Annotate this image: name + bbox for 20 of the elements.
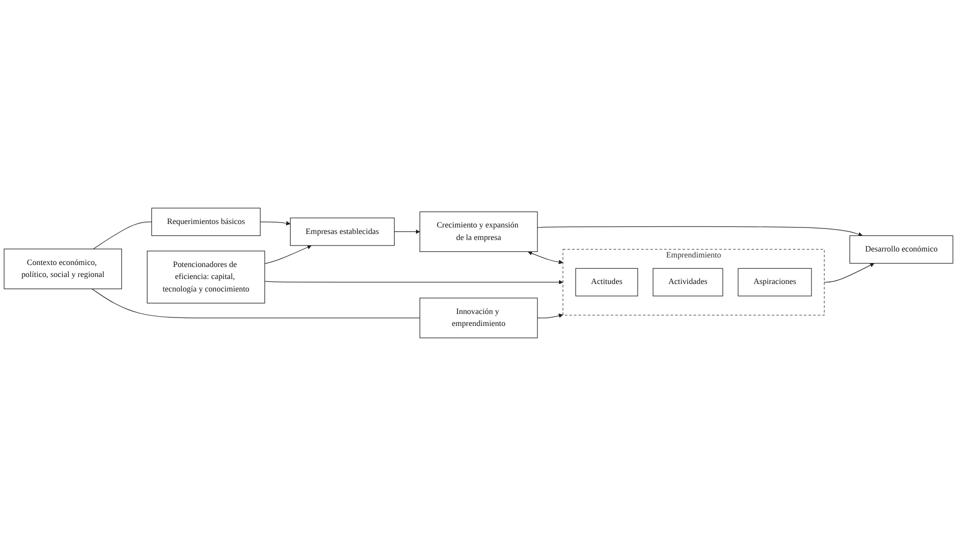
node-box: Empresas establecidas bbox=[290, 217, 395, 246]
node-box: Actitudes bbox=[575, 268, 638, 296]
arrow bbox=[394, 228, 420, 234]
arrow bbox=[264, 279, 564, 284]
node-box: Desarrollo económico bbox=[849, 234, 954, 264]
arrow bbox=[537, 313, 564, 318]
arrow bbox=[528, 250, 564, 264]
connector bbox=[92, 221, 152, 249]
arrow bbox=[264, 244, 312, 264]
node-box: Requerimientos básicos bbox=[151, 207, 261, 236]
connector bbox=[92, 288, 420, 318]
node-box: Potencionadores de eficiencia: capital, tecnología y conocimiento bbox=[146, 250, 266, 303]
node-box: Aspiraciones bbox=[738, 268, 812, 296]
node-box: Crecimiento y expansión de la empresa bbox=[420, 210, 538, 252]
node-box: Contexto económico, político, social y regional bbox=[4, 248, 122, 289]
node-box: Innovación y emprendimiento bbox=[420, 297, 538, 338]
node-box: Actividades bbox=[652, 268, 724, 296]
arrow bbox=[824, 262, 874, 282]
arrow bbox=[537, 226, 863, 236]
arrow bbox=[260, 220, 290, 225]
